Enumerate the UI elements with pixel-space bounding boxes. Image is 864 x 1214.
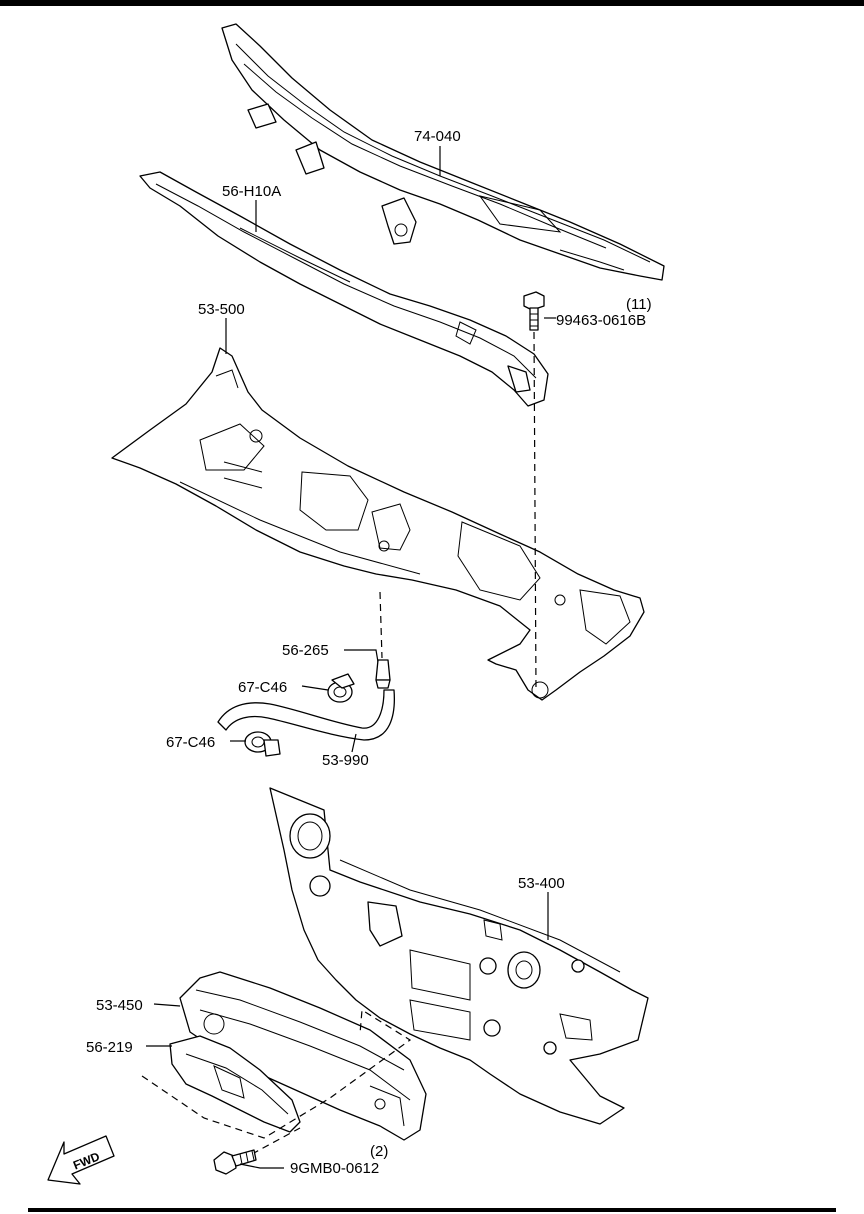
fwd-arrow-icon: FWD xyxy=(47,1135,115,1185)
leader-53-990 xyxy=(351,733,357,753)
label-67-C46-upper: 67-C46 xyxy=(238,679,287,696)
label-56-219: 56-219 xyxy=(86,1039,133,1056)
connector-guide-line xyxy=(379,591,383,659)
leader-bolt-bottom xyxy=(239,1163,284,1169)
label-53-500: 53-500 xyxy=(198,301,245,318)
bolt-bottom-guide-line xyxy=(251,1127,301,1155)
bolt-top-part[interactable] xyxy=(523,291,545,331)
label-56-265: 56-265 xyxy=(282,642,329,659)
insulator-guide-line xyxy=(141,1008,412,1139)
label-bolt-top-part: 99463-0616B xyxy=(556,312,646,329)
drain-hose-part[interactable] xyxy=(217,689,396,741)
leader-53-450 xyxy=(153,1003,181,1007)
dash-bracket-part[interactable] xyxy=(169,1035,301,1133)
cowl-member-part[interactable] xyxy=(139,171,549,407)
cowl-top-panel-part[interactable] xyxy=(221,23,665,281)
label-67-C46-lower: 67-C46 xyxy=(166,734,215,751)
hose-clamp-lower-part[interactable] xyxy=(244,731,281,757)
label-53-450: 53-450 xyxy=(96,997,143,1014)
label-56-H10A: 56-H10A xyxy=(222,183,281,200)
leader-56-265 xyxy=(344,649,379,663)
bolt-bottom-part[interactable] xyxy=(213,1149,257,1175)
connector-part[interactable] xyxy=(375,659,391,689)
leader-67-C46-upper xyxy=(301,685,329,691)
label-74-040: 74-040 xyxy=(414,128,461,145)
hose-clamp-upper-part[interactable] xyxy=(327,673,355,703)
label-bolt-bottom-qty: (2) xyxy=(370,1143,388,1160)
label-bolt-top-qty: (11) xyxy=(626,296,652,313)
label-bolt-bottom-part: 9GMB0-0612 xyxy=(290,1160,379,1177)
bottom-border xyxy=(28,1208,836,1212)
label-53-990: 53-990 xyxy=(322,752,369,769)
label-53-400: 53-400 xyxy=(518,875,565,892)
dash-panel-part[interactable] xyxy=(269,787,649,1125)
top-border xyxy=(0,0,864,6)
dash-cowl-panel-part[interactable] xyxy=(111,347,645,701)
